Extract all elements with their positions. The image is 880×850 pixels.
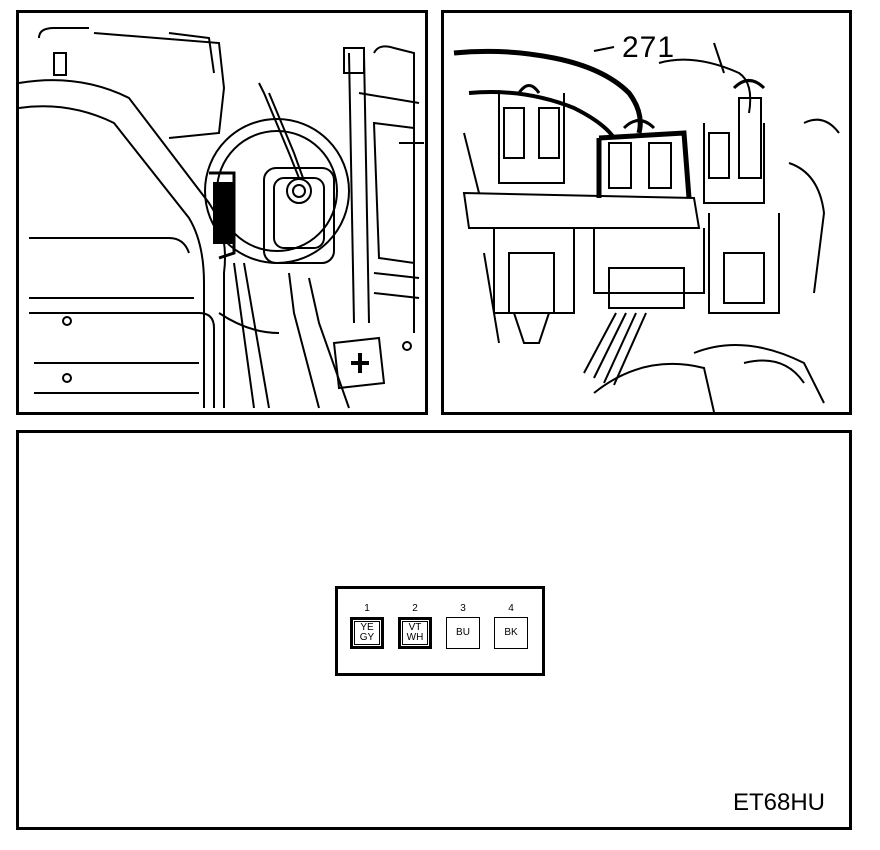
pin-cavity: VT WH	[398, 617, 432, 649]
pin-3: 3 BU	[446, 603, 480, 649]
pin-cavity: YE GY	[350, 617, 384, 649]
wire-color-label: VT	[408, 622, 422, 633]
pin-number: 1	[364, 603, 370, 614]
connector-face: 1 YE GY 2 VT WH 3 BU 4	[335, 586, 545, 676]
wire-color-label: BK	[504, 627, 518, 638]
figure-code: ET68HU	[732, 789, 825, 816]
engine-bay-illustration	[16, 10, 428, 415]
wire-color-label: BU	[456, 627, 470, 638]
pin-number: 3	[460, 603, 466, 614]
connector-pinout-panel: 1 YE GY 2 VT WH 3 BU 4	[16, 430, 852, 830]
pin-cavity: BU	[446, 617, 480, 649]
pin-4: 4 BK	[494, 603, 528, 649]
pin-number: 4	[508, 603, 514, 614]
pin-2: 2 VT WH	[398, 603, 432, 649]
wire-color-label: YE	[360, 622, 374, 633]
pin-1: 1 YE GY	[350, 603, 384, 649]
pin-number: 2	[412, 603, 418, 614]
pin-cavity: BK	[494, 617, 528, 649]
wire-color-label: WH	[406, 632, 424, 643]
engine-bay-drawing	[19, 27, 424, 409]
wire-color-label: GY	[359, 632, 375, 643]
callout-label: 271	[622, 31, 676, 64]
connector-location-illustration: 271	[441, 10, 852, 415]
connector-location-drawing	[453, 42, 840, 412]
